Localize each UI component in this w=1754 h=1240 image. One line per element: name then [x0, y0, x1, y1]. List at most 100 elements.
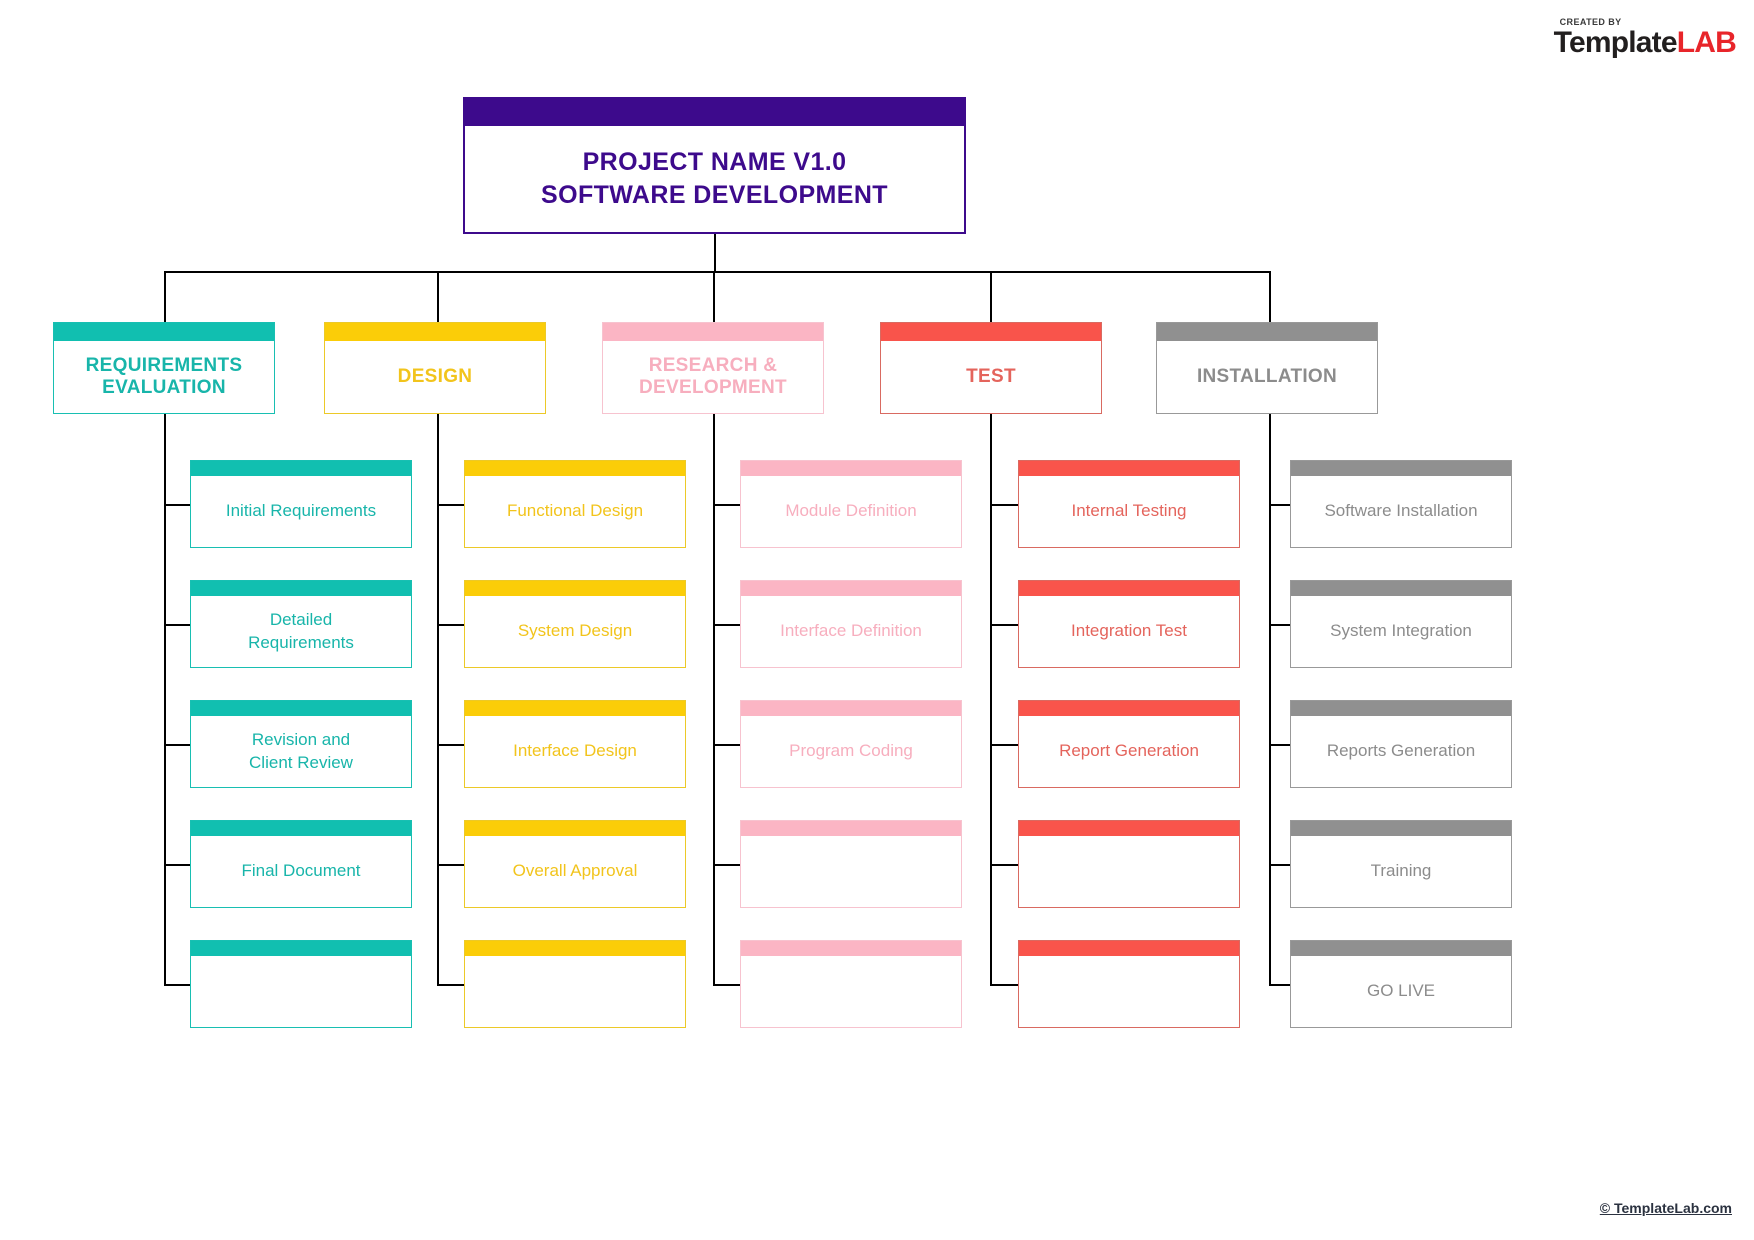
- task-label-design-3-line1: Interface Design: [513, 741, 637, 761]
- task-label-test-1-line1: Internal Testing: [1071, 501, 1187, 521]
- task-accent-bar-research-and-development-2: [741, 581, 961, 596]
- column-trunk-connector-4: [1269, 414, 1271, 984]
- leaf-stub-connector-3-0: [990, 504, 1018, 506]
- task-node-research-and-development-1: Module Definition: [740, 460, 962, 548]
- task-label-requirements-evaluation-3-line1: Revision and: [251, 730, 351, 750]
- task-accent-bar-installation-3: [1291, 701, 1511, 716]
- task-body-research-and-development-3: Program Coding: [741, 716, 961, 787]
- task-node-test-5: [1018, 940, 1240, 1028]
- category-drop-connector-3: [990, 271, 992, 322]
- root-node-title-line1: PROJECT NAME V1.0: [582, 148, 847, 176]
- task-accent-bar-requirements-evaluation-4: [191, 821, 411, 836]
- leaf-stub-connector-0-3: [164, 864, 190, 866]
- task-body-installation-1: Software Installation: [1291, 476, 1511, 547]
- task-body-design-4: Overall Approval: [465, 836, 685, 907]
- task-body-installation-4: Training: [1291, 836, 1511, 907]
- task-node-design-2: System Design: [464, 580, 686, 668]
- category-body-installation: INSTALLATION: [1157, 341, 1377, 413]
- footer-copyright: © TemplateLab.com: [1599, 1200, 1732, 1216]
- leaf-stub-connector-4-3: [1269, 864, 1290, 866]
- logo-wordmark: TemplateLAB: [1554, 28, 1737, 58]
- category-node-installation: INSTALLATION: [1156, 322, 1378, 414]
- task-node-test-2: Integration Test: [1018, 580, 1240, 668]
- task-body-research-and-development-1: Module Definition: [741, 476, 961, 547]
- task-accent-bar-requirements-evaluation-1: [191, 461, 411, 476]
- category-node-design: DESIGN: [324, 322, 546, 414]
- root-node-body: PROJECT NAME V1.0 SOFTWARE DEVELOPMENT: [465, 126, 964, 232]
- task-accent-bar-design-2: [465, 581, 685, 596]
- leaf-stub-connector-2-2: [713, 744, 740, 746]
- task-body-research-and-development-4: [741, 836, 961, 907]
- task-body-design-3: Interface Design: [465, 716, 685, 787]
- task-body-requirements-evaluation-1: Initial Requirements: [191, 476, 411, 547]
- leaf-stub-connector-3-1: [990, 624, 1018, 626]
- category-accent-bar-test: [881, 323, 1101, 341]
- task-label-design-4-line1: Overall Approval: [512, 861, 638, 881]
- task-accent-bar-requirements-evaluation-3: [191, 701, 411, 716]
- task-label-research-and-development-2-line1: Interface Definition: [780, 621, 922, 641]
- category-label-requirements-evaluation-line2: EVALUATION: [102, 377, 226, 398]
- task-accent-bar-installation-2: [1291, 581, 1511, 596]
- category-accent-bar-research-and-development: [603, 323, 823, 341]
- task-body-test-5: [1019, 956, 1239, 1027]
- leaf-stub-connector-3-2: [990, 744, 1018, 746]
- category-node-test: TEST: [880, 322, 1102, 414]
- task-accent-bar-design-5: [465, 941, 685, 956]
- leaf-stub-connector-2-3: [713, 864, 740, 866]
- logo-created-by-label: CREATED BY: [1559, 17, 1622, 27]
- task-accent-bar-test-1: [1019, 461, 1239, 476]
- root-node-accent-bar: [465, 99, 964, 126]
- column-trunk-connector-1: [437, 414, 439, 984]
- category-label-requirements-evaluation-line1: REQUIREMENTS: [85, 354, 243, 376]
- task-label-design-2-line1: System Design: [517, 621, 633, 641]
- leaf-stub-connector-4-4: [1269, 984, 1290, 986]
- task-accent-bar-design-4: [465, 821, 685, 836]
- leaf-stub-connector-3-3: [990, 864, 1018, 866]
- task-body-installation-5: GO LIVE: [1291, 956, 1511, 1027]
- leaf-stub-connector-4-1: [1269, 624, 1290, 626]
- category-accent-bar-installation: [1157, 323, 1377, 341]
- task-body-requirements-evaluation-5: [191, 956, 411, 1027]
- task-node-installation-2: System Integration: [1290, 580, 1512, 668]
- task-node-installation-4: Training: [1290, 820, 1512, 908]
- category-body-test: TEST: [881, 341, 1101, 413]
- distribution-bus-connector: [164, 271, 1271, 273]
- task-body-test-3: Report Generation: [1019, 716, 1239, 787]
- task-label-test-2-line1: Integration Test: [1071, 621, 1187, 641]
- task-node-test-4: [1018, 820, 1240, 908]
- category-label-research-and-development-line1: RESEARCH &: [648, 354, 778, 376]
- task-label-research-and-development-1-line1: Module Definition: [785, 501, 917, 521]
- category-drop-connector-4: [1269, 271, 1271, 322]
- task-node-design-5: [464, 940, 686, 1028]
- task-node-installation-5: GO LIVE: [1290, 940, 1512, 1028]
- task-node-design-4: Overall Approval: [464, 820, 686, 908]
- category-drop-connector-0: [164, 271, 166, 322]
- leaf-stub-connector-1-0: [437, 504, 464, 506]
- task-node-research-and-development-2: Interface Definition: [740, 580, 962, 668]
- task-accent-bar-installation-4: [1291, 821, 1511, 836]
- category-drop-connector-1: [437, 271, 439, 322]
- task-accent-bar-test-3: [1019, 701, 1239, 716]
- task-body-requirements-evaluation-4: Final Document: [191, 836, 411, 907]
- task-accent-bar-research-and-development-3: [741, 701, 961, 716]
- task-body-design-2: System Design: [465, 596, 685, 667]
- leaf-stub-connector-1-3: [437, 864, 464, 866]
- task-body-design-1: Functional Design: [465, 476, 685, 547]
- task-body-test-2: Integration Test: [1019, 596, 1239, 667]
- task-label-research-and-development-3-line1: Program Coding: [789, 741, 913, 761]
- category-accent-bar-requirements-evaluation: [54, 323, 274, 341]
- root-node-project: PROJECT NAME V1.0 SOFTWARE DEVELOPMENT: [463, 97, 966, 234]
- task-label-installation-1-line1: Software Installation: [1324, 501, 1478, 521]
- leaf-stub-connector-4-0: [1269, 504, 1290, 506]
- task-node-installation-3: Reports Generation: [1290, 700, 1512, 788]
- task-accent-bar-research-and-development-5: [741, 941, 961, 956]
- leaf-stub-connector-1-1: [437, 624, 464, 626]
- leaf-stub-connector-2-4: [713, 984, 740, 986]
- task-body-test-1: Internal Testing: [1019, 476, 1239, 547]
- leaf-stub-connector-1-2: [437, 744, 464, 746]
- task-accent-bar-test-4: [1019, 821, 1239, 836]
- task-node-test-1: Internal Testing: [1018, 460, 1240, 548]
- task-label-installation-2-line1: System Integration: [1330, 621, 1472, 641]
